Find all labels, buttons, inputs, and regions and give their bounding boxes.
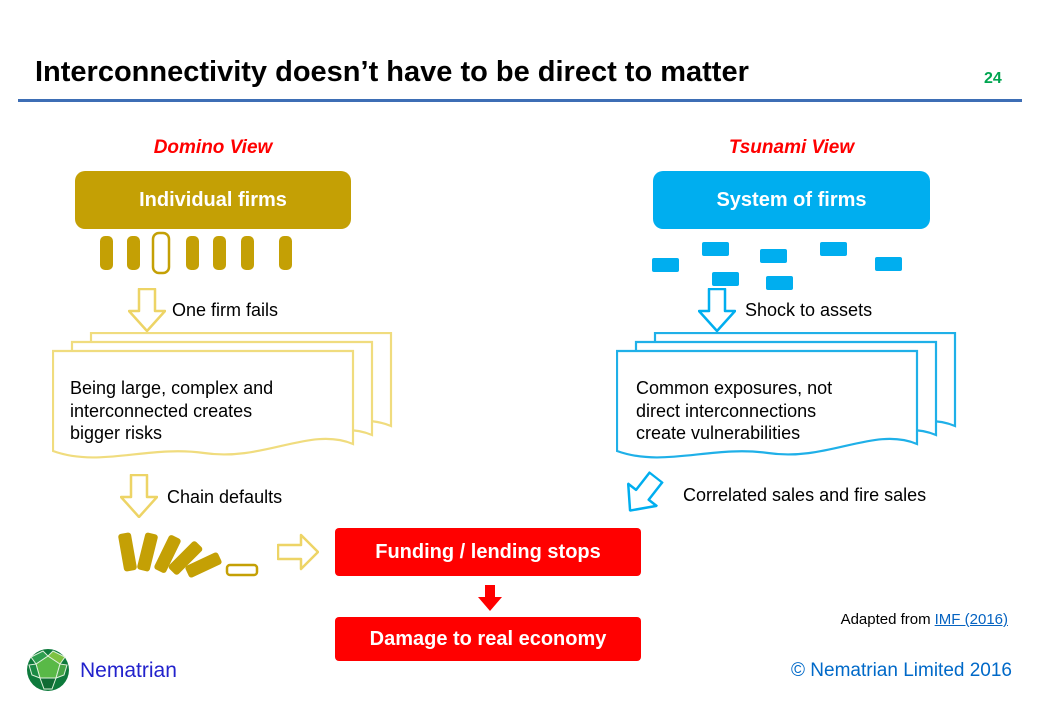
funding-lending-stops-label: Funding / lending stops (375, 540, 601, 563)
correlated-sales-label: Correlated sales and fire sales (683, 485, 927, 505)
system-of-firms-label: System of firms (716, 188, 867, 211)
red-down-arrow-icon (478, 585, 502, 611)
individual-firms-label: Individual firms (139, 188, 287, 211)
damage-real-economy-label: Damage to real economy (369, 627, 607, 650)
individual-firms-box: Individual firms (75, 171, 351, 229)
down-left-arrow-icon (626, 471, 664, 512)
imf-source-link[interactable]: IMF (2016) (934, 611, 1008, 628)
domino-tiles-icon (100, 231, 292, 275)
page-number: 24 (984, 70, 1002, 87)
title-divider (18, 99, 1022, 102)
chain-defaults-label: Chain defaults (167, 487, 283, 507)
shock-to-assets-label: Shock to assets (745, 300, 873, 320)
brand-name: Nematrian (80, 659, 177, 682)
tsunami-view-label: Tsunami View (728, 137, 855, 158)
domino-view-label: Domino View (153, 137, 273, 158)
one-firm-fails-label: One firm fails (172, 300, 279, 320)
copyright-text: © Nematrian Limited 2016 (791, 660, 1012, 681)
page-title: Interconnectivity doesn’t have to be dir… (35, 56, 749, 88)
multidocument-shape (52, 332, 393, 459)
multidocument-shape (616, 332, 957, 459)
right-arrow-icon (277, 533, 319, 571)
damage-real-economy-box: Damage to real economy (335, 617, 641, 661)
down-arrow-icon (128, 288, 166, 332)
scattered-assets-icon (652, 242, 902, 290)
down-arrow-icon (698, 288, 736, 332)
system-of-firms-box: System of firms (653, 171, 930, 229)
falling-dominoes-icon (118, 532, 259, 578)
adapted-from-text: Adapted from (840, 611, 931, 628)
tsunami-callout-text: Common exposures, not direct interconnec… (636, 378, 833, 443)
nematrian-logo (27, 649, 69, 691)
funding-lending-stops-box: Funding / lending stops (335, 528, 641, 576)
domino-callout-text: Being large, complex and interconnected … (70, 378, 274, 443)
down-arrow-icon (120, 474, 158, 518)
